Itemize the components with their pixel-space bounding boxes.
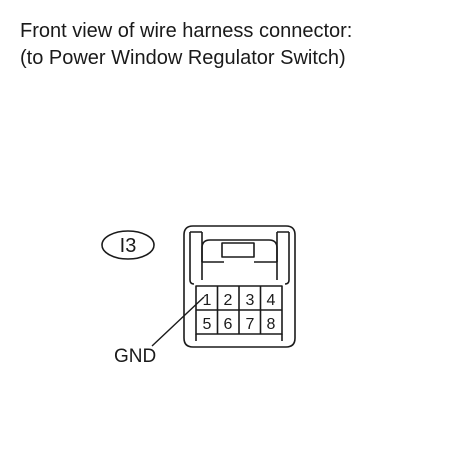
connector-code-oval bbox=[101, 230, 155, 260]
connector-left-latch bbox=[189, 231, 203, 280]
pin-label: 4 bbox=[267, 292, 276, 309]
connector-top-housing bbox=[201, 239, 278, 262]
connector-outer-body bbox=[183, 225, 296, 348]
connector-right-latch bbox=[276, 231, 290, 280]
gnd-callout-label: GND bbox=[114, 346, 156, 367]
connector-bottom-detail bbox=[195, 334, 283, 341]
gnd-leader-line bbox=[151, 296, 205, 347]
pin-label: 2 bbox=[224, 292, 233, 309]
pin-label: 1 bbox=[203, 292, 212, 309]
caption-line-2: (to Power Window Regulator Switch) bbox=[20, 47, 346, 69]
connector-code-label: I3 bbox=[120, 235, 137, 257]
connector-lock-tab bbox=[221, 242, 255, 258]
pin-label: 5 bbox=[203, 316, 212, 333]
caption-line-1: Front view of wire harness connector: bbox=[20, 20, 353, 42]
pin-label: 6 bbox=[224, 316, 233, 333]
pin-label: 7 bbox=[246, 316, 255, 333]
pin-label: 8 bbox=[267, 316, 276, 333]
diagram-caption: Front view of wire harness connector: (t… bbox=[20, 18, 352, 72]
pin-label: 3 bbox=[246, 292, 255, 309]
connector-housing-curve bbox=[189, 279, 290, 285]
